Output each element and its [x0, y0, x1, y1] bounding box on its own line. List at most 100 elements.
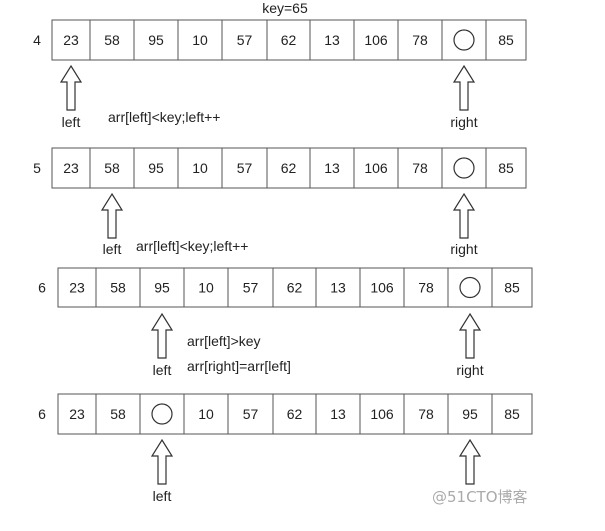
array-cell — [485, 147, 527, 189]
array-cell — [359, 393, 405, 435]
step-row: 6 23 58 10 57 62 13 106 78 95 85 left — [38, 393, 533, 504]
array-cell — [353, 19, 399, 61]
cell-value: 13 — [330, 280, 346, 296]
array-cell — [89, 147, 135, 189]
cell-value: 58 — [104, 160, 120, 176]
step-note: arr[left]<key;left++ — [108, 109, 220, 125]
cell-value: 58 — [110, 406, 126, 422]
array-cell — [309, 147, 355, 189]
step-number: 5 — [33, 160, 41, 176]
array-cell — [221, 19, 268, 61]
cell-value: 106 — [370, 406, 394, 422]
diagram-title: key=65 — [262, 0, 308, 16]
cell-value: 57 — [243, 406, 259, 422]
array-cell — [51, 19, 91, 61]
right-pointer-arrow-icon — [452, 192, 476, 239]
array-cell — [57, 393, 97, 435]
empty-slot-icon — [459, 276, 481, 299]
cell-value: 10 — [198, 406, 214, 422]
left-pointer-arrow-icon — [100, 192, 124, 239]
cell-value: 106 — [364, 160, 388, 176]
cell-value: 62 — [281, 32, 297, 48]
array-cell — [272, 267, 317, 308]
cell-value: 85 — [504, 280, 520, 296]
cell-value: 78 — [418, 406, 434, 422]
cell-value: 57 — [237, 32, 253, 48]
empty-slot-icon — [151, 403, 173, 425]
array-cell — [51, 147, 91, 189]
cell-value: 13 — [324, 32, 340, 48]
cell-value: 85 — [498, 160, 514, 176]
right-pointer-label: right — [456, 362, 483, 378]
step-number: 6 — [38, 406, 46, 422]
cell-value: 58 — [104, 32, 120, 48]
left-pointer-arrow-icon — [150, 438, 174, 485]
cell-value: 78 — [412, 32, 428, 48]
cell-value: 78 — [412, 160, 428, 176]
step-number: 6 — [38, 280, 46, 296]
array-cell — [397, 19, 443, 61]
array-cell — [266, 147, 311, 189]
cell-value: 10 — [198, 280, 214, 296]
left-pointer-label: left — [153, 362, 172, 378]
array-cell — [133, 147, 179, 189]
array-cell — [89, 19, 135, 61]
step-row: 6 23 58 95 10 57 62 13 106 78 85 left right arr[left]… — [38, 267, 533, 378]
left-pointer-arrow-icon — [59, 64, 83, 111]
step-note: arr[left]>key — [187, 333, 261, 349]
cell-value: 58 — [110, 280, 126, 296]
cell-value: 23 — [69, 280, 85, 296]
cell-value: 95 — [148, 32, 164, 48]
cell-value: 13 — [330, 406, 346, 422]
array-cell — [403, 393, 449, 435]
array-cell — [266, 19, 311, 61]
cell-value: 57 — [243, 280, 259, 296]
cell-value: 62 — [281, 160, 297, 176]
array-cell — [491, 267, 533, 308]
left-pointer-arrow-icon — [150, 312, 174, 359]
cell-value: 57 — [237, 160, 253, 176]
array-cell — [221, 147, 268, 189]
cell-value: 95 — [148, 160, 164, 176]
step-number: 4 — [33, 32, 41, 48]
cell-value: 10 — [192, 32, 208, 48]
left-pointer-label: left — [103, 241, 122, 257]
cell-value: 95 — [462, 406, 478, 422]
array-cell — [139, 267, 185, 308]
array-cell — [403, 267, 449, 308]
cell-value: 78 — [418, 280, 434, 296]
cell-value: 10 — [192, 160, 208, 176]
right-pointer-label: right — [450, 114, 477, 130]
array-cell — [447, 393, 493, 435]
cell-value: 62 — [287, 280, 303, 296]
cell-value: 62 — [287, 406, 303, 422]
array-cell — [57, 267, 97, 308]
array-cell — [397, 147, 443, 189]
array-cell — [95, 393, 141, 435]
left-pointer-label: left — [153, 488, 172, 504]
array-cell — [315, 267, 361, 308]
cell-value: 23 — [63, 160, 79, 176]
right-pointer-arrow-icon — [458, 438, 482, 485]
array-cell — [485, 19, 527, 61]
right-pointer-label: right — [450, 241, 477, 257]
array-cell — [491, 393, 533, 435]
left-pointer-label: left — [62, 114, 81, 130]
cell-value: 85 — [504, 406, 520, 422]
watermark: @51CTO博客 — [432, 488, 528, 506]
array-cell — [227, 393, 274, 435]
array-cell — [272, 393, 317, 435]
cell-value: 23 — [69, 406, 85, 422]
array-cell — [133, 19, 179, 61]
empty-slot-icon — [453, 29, 475, 51]
cell-value: 106 — [370, 280, 394, 296]
step-note: arr[right]=arr[left] — [187, 358, 291, 374]
array-cell — [227, 267, 274, 308]
empty-slot-icon — [453, 157, 475, 179]
cell-value: 23 — [63, 32, 79, 48]
cell-value: 95 — [154, 280, 170, 296]
